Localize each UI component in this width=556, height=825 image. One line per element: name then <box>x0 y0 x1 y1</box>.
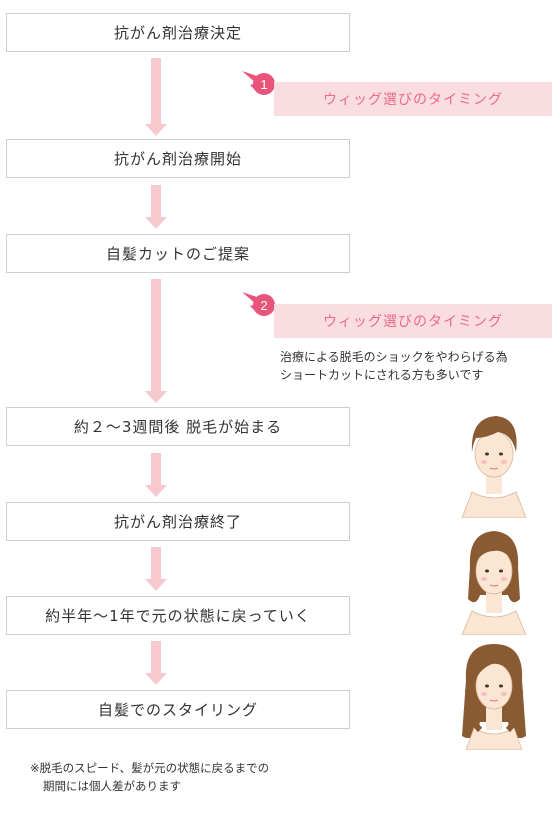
pointing-hand-icon: 1 <box>242 71 275 95</box>
footnote-line: 期間には個人差があります <box>43 779 181 793</box>
wig-timing-banner: ウィッグ選びのタイミング <box>274 82 552 116</box>
note-line: 治療による脱毛のショックをやわらげる為 <box>280 350 508 364</box>
long-hair-face-icon <box>462 644 526 750</box>
medium-hair-face-icon <box>461 531 527 635</box>
flow-step-treatment-end: 抗がん剤治療終了 <box>6 502 350 541</box>
flow-step-label: 抗がん剤治療終了 <box>113 513 242 531</box>
footnote-line: ※脱毛のスピード、髪が元の状態に戻るまでの <box>30 761 270 775</box>
flow-step-label: 抗がん剤治療開始 <box>113 150 242 168</box>
flow-step-label: 約２〜3週間後 脱毛が始まる <box>73 418 283 436</box>
flow-step-own-hair-styling: 自髪でのスタイリング <box>6 690 350 729</box>
flow-step-label: 自髪カットのご提案 <box>105 245 250 263</box>
timing-number: 2 <box>260 298 267 313</box>
wig-timing-label: ウィッグ選びのタイミング <box>323 314 503 330</box>
flow-step-hair-loss-begins: 約２〜3週間後 脱毛が始まる <box>6 407 350 446</box>
timing-number: 1 <box>260 77 267 92</box>
wig-timing-banner: ウィッグ選びのタイミング <box>274 304 552 338</box>
down-arrow-icon <box>145 185 167 229</box>
flow-step-label: 約半年〜1年で元の状態に戻っていく <box>45 607 311 625</box>
footnote: ※脱毛のスピード、髪が元の状態に戻るまでの 期間には個人差があります <box>30 759 269 795</box>
flow-step-label: 抗がん剤治療決定 <box>113 24 242 42</box>
down-arrow-icon <box>145 279 167 403</box>
flow-step-haircut-proposal: 自髪カットのご提案 <box>6 234 350 273</box>
flow-step-hair-recovery: 約半年〜1年で元の状態に戻っていく <box>6 596 350 635</box>
down-arrow-icon <box>145 58 167 136</box>
wig-timing-label: ウィッグ選びのタイミング <box>323 92 503 108</box>
down-arrow-icon <box>145 453 167 497</box>
pointing-hand-icon: 2 <box>242 292 275 316</box>
flow-step-label: 自髪でのスタイリング <box>97 701 258 719</box>
short-hair-face-icon <box>461 416 527 518</box>
flow-step-treatment-decided: 抗がん剤治療決定 <box>6 13 350 52</box>
note-line: ショートカットにされる方も多いです <box>280 368 484 382</box>
short-cut-note: 治療による脱毛のショックをやわらげる為 ショートカットにされる方も多いです <box>280 348 508 384</box>
flow-step-treatment-start: 抗がん剤治療開始 <box>6 139 350 178</box>
down-arrow-icon <box>145 547 167 591</box>
down-arrow-icon <box>145 641 167 685</box>
